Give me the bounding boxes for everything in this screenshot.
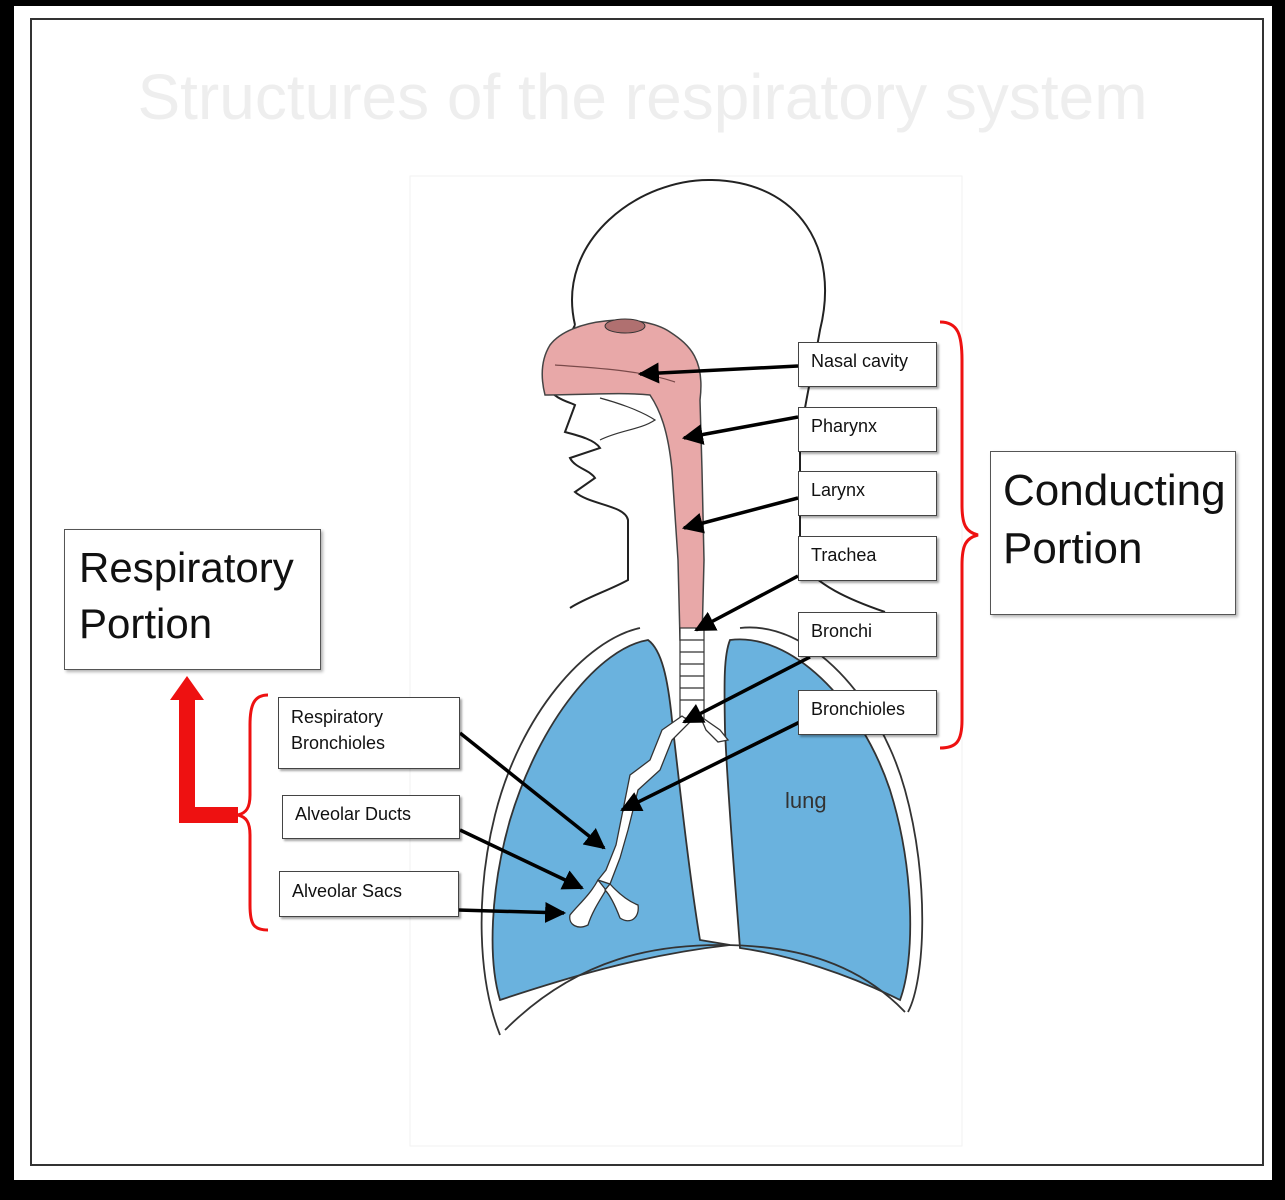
label-nasal-cavity-text: Nasal cavity: [811, 351, 909, 371]
label-trachea-text: Trachea: [811, 545, 877, 565]
arrow-bronchioles: [620, 715, 811, 812]
conducting-brace: [939, 320, 979, 750]
respiratory-red-arrowhead: [170, 676, 204, 700]
lung-label: lung: [785, 788, 827, 813]
label-trachea: Trachea: [798, 536, 937, 581]
label-bronchi-text: Bronchi: [811, 621, 873, 641]
label-alveolar-ducts-text: Alveolar Ducts: [295, 804, 412, 824]
tongue-shape: [599, 397, 657, 441]
respiratory-heading-line1: Respiratory: [79, 544, 294, 591]
label-nasal-cavity: Nasal cavity: [798, 342, 937, 387]
arrow-nasal-cavity: [637, 362, 799, 384]
arrow-respiratory-bronchioles: [458, 731, 606, 850]
arrow-pharynx: [681, 415, 799, 445]
label-alveolar-ducts: Alveolar Ducts: [282, 795, 460, 839]
respiratory-heading-line2: Portion: [79, 600, 213, 647]
nostril-shape: [604, 318, 646, 334]
conducting-arrows: [620, 362, 811, 812]
label-pharynx-text: Pharynx: [811, 416, 878, 436]
conducting-heading-line2: Portion: [1003, 524, 1143, 573]
respiratory-portion-heading: Respiratory Portion: [64, 529, 321, 670]
label-larynx-text: Larynx: [811, 480, 866, 500]
arrow-alveolar-sacs: [457, 901, 567, 923]
label-respiratory-bronchioles-line2: Bronchioles: [291, 733, 386, 753]
bronchial-tree: [569, 714, 730, 928]
label-larynx: Larynx: [798, 471, 937, 516]
face-outline: [543, 324, 629, 609]
nasal-turbinate: [554, 364, 676, 383]
label-pharynx: Pharynx: [798, 407, 937, 452]
arrow-bronchi: [682, 655, 811, 724]
arrow-trachea: [694, 574, 799, 632]
diaphragm: [504, 944, 906, 1031]
label-respiratory-bronchioles-line1: Respiratory: [291, 707, 384, 727]
upper-airway-pink: [541, 319, 705, 641]
respiratory-arrows: [457, 731, 606, 923]
respiratory-red-arrow-shaft: [179, 700, 238, 823]
label-bronchioles: Bronchioles: [798, 690, 937, 735]
slide-title: Structures of the respiratory system: [137, 61, 1148, 133]
label-alveolar-sacs-text: Alveolar Sacs: [292, 881, 403, 901]
trachea-rings: [679, 627, 705, 719]
arrow-larynx: [681, 496, 799, 534]
arrow-alveolar-ducts: [459, 828, 584, 890]
left-pleura: [480, 627, 641, 1036]
respiratory-brace: [237, 693, 269, 932]
label-alveolar-sacs: Alveolar Sacs: [279, 871, 459, 917]
conducting-heading-line1: Conducting: [1003, 466, 1226, 515]
conducting-portion-heading: Conducting Portion: [990, 451, 1236, 615]
label-bronchioles-text: Bronchioles: [811, 699, 906, 719]
label-respiratory-bronchioles: Respiratory Bronchioles: [278, 697, 460, 769]
label-bronchi: Bronchi: [798, 612, 937, 657]
